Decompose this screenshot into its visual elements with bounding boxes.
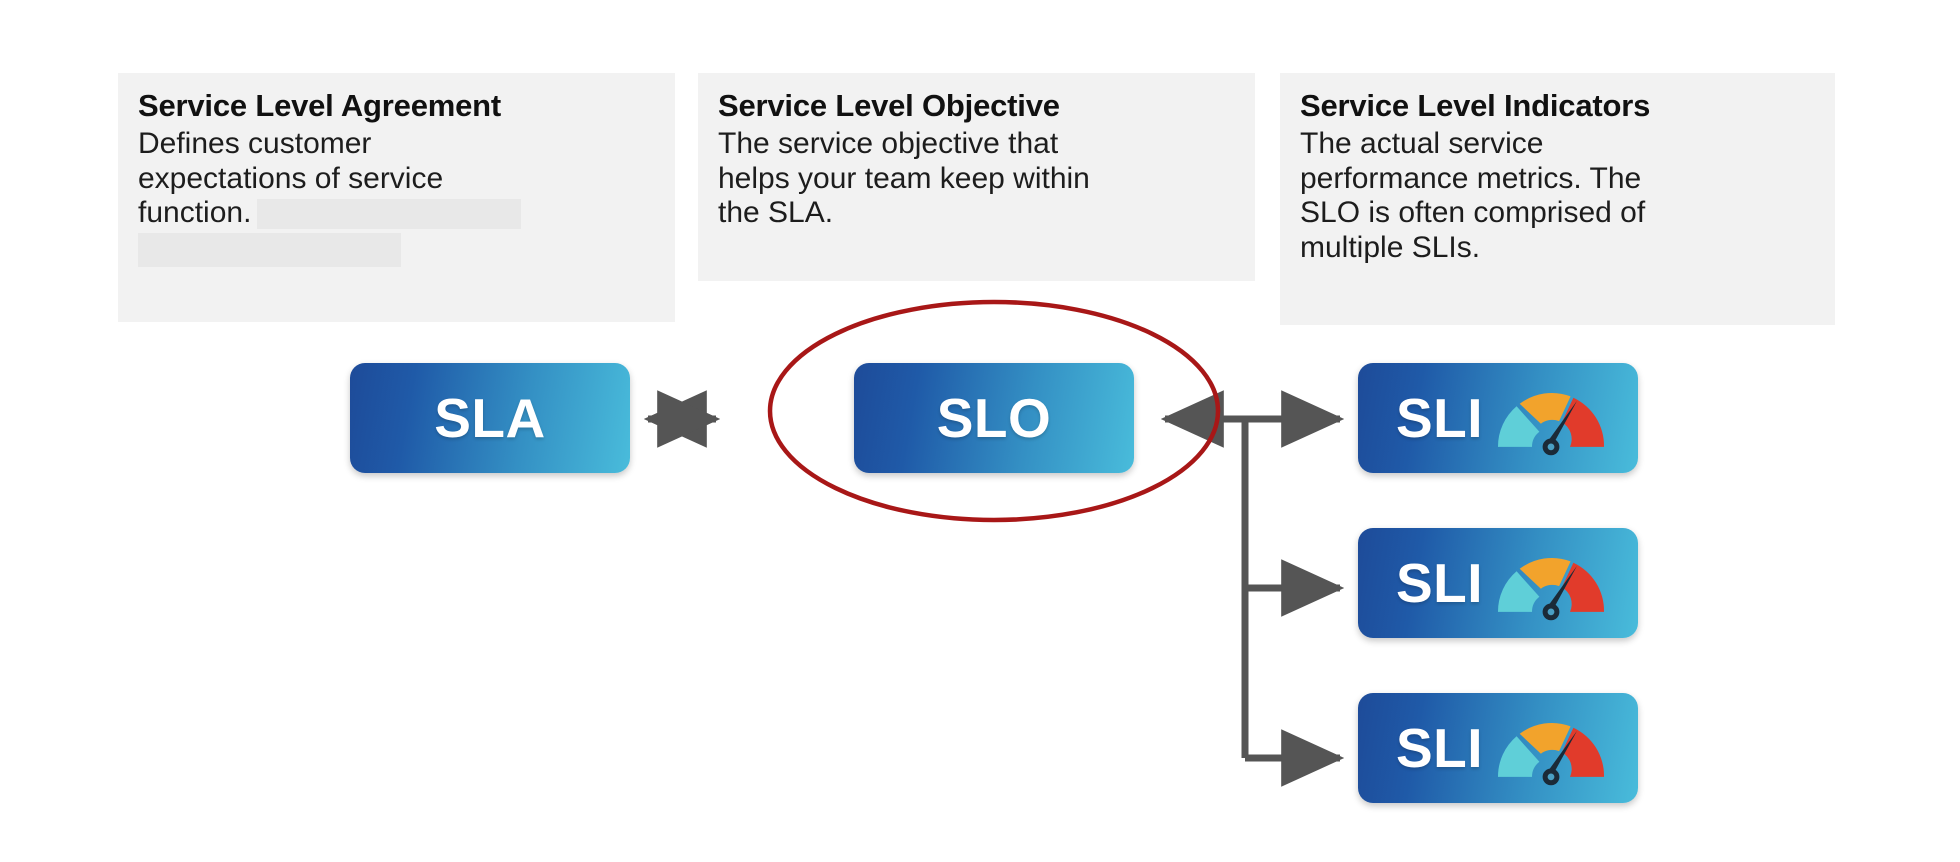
card-slo-body-line-2: helps your team keep within: [718, 161, 1090, 195]
card-sli-body-line-1: The actual service: [1300, 126, 1544, 160]
card-sli: Service Level Indicators The actual serv…: [1280, 73, 1835, 325]
card-sla-body-line-1: Defines customer: [138, 126, 372, 160]
card-sla-body-line-2: expectations of service: [138, 161, 444, 195]
redaction-bar-1: [257, 199, 522, 230]
card-sla-body-line-3: function.: [138, 196, 252, 230]
connector-slo-sli-trunk: [1160, 390, 1345, 787]
node-sli-2-label: SLI: [1396, 551, 1484, 614]
card-sli-body-line-3: SLO is often comprised of: [1300, 196, 1646, 230]
card-sla-title: Service Level Agreement: [138, 88, 501, 123]
gauge-icon: [1490, 379, 1612, 464]
node-slo-label: SLO: [936, 386, 1052, 449]
node-slo[interactable]: SLO: [854, 363, 1134, 473]
gauge-icon: [1490, 709, 1612, 794]
card-sla-body: Defines customer expectations of service…: [138, 126, 655, 268]
node-sli-2[interactable]: SLI: [1358, 528, 1638, 638]
card-slo-title: Service Level Objective: [718, 88, 1060, 123]
card-slo-body-line-3: the SLA.: [718, 196, 834, 230]
card-sli-body-line-2: performance metrics. The: [1300, 161, 1642, 195]
card-slo: Service Level Objective The service obje…: [698, 73, 1255, 281]
node-sli-3[interactable]: SLI: [1358, 693, 1638, 803]
card-sli-body: The actual service performance metrics. …: [1300, 127, 1815, 266]
card-sli-body-line-4: multiple SLIs.: [1300, 231, 1481, 265]
node-sli-1[interactable]: SLI: [1358, 363, 1638, 473]
card-slo-body-line-1: The service objective that: [718, 126, 1059, 160]
node-sli-3-label: SLI: [1396, 716, 1484, 779]
card-sla: Service Level Agreement Defines customer…: [118, 73, 675, 322]
gauge-icon: [1490, 544, 1612, 629]
redaction-bar-2: [138, 233, 401, 268]
card-slo-body: The service objective that helps your te…: [718, 127, 1235, 231]
card-sli-title: Service Level Indicators: [1300, 88, 1651, 123]
node-sla-label: SLA: [434, 386, 546, 449]
node-sla[interactable]: SLA: [350, 363, 630, 473]
node-sli-1-label: SLI: [1396, 386, 1484, 449]
